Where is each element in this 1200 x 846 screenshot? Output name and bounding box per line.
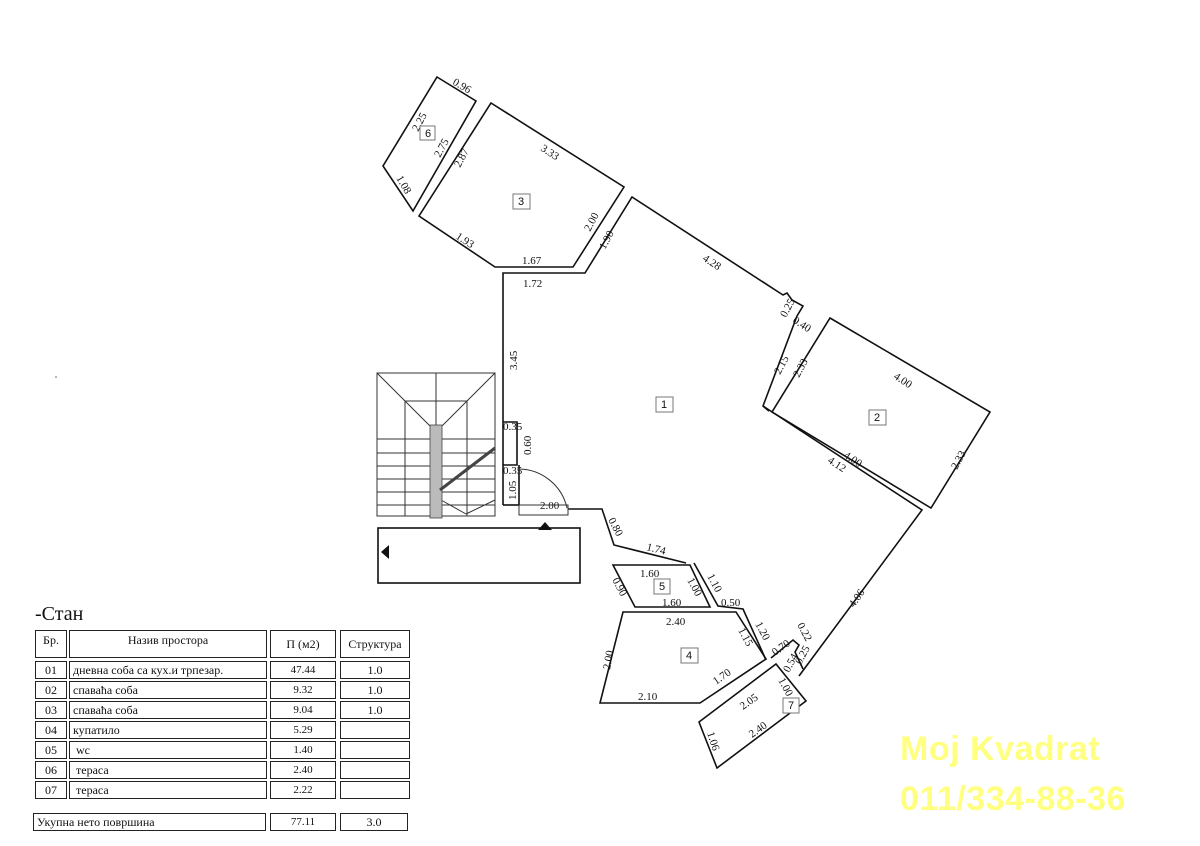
row-no: 02: [35, 681, 67, 699]
row-area: 1.40: [270, 741, 336, 759]
row-no: 07: [35, 781, 67, 799]
staircase: [376, 372, 496, 519]
watermark-phone: 011/334-88-36: [900, 780, 1126, 818]
row-structure: [340, 721, 410, 739]
svg-text:1.72: 1.72: [523, 278, 542, 290]
row-structure: [340, 781, 410, 799]
row-structure: 1.0: [340, 681, 410, 699]
row-structure: 1.0: [340, 661, 410, 679]
room-3-label-box: [512, 193, 531, 210]
room-1-living: 1.72 1.90 4.28 0.25 0.40 2.15 4.12 3.45 …: [502, 195, 924, 677]
total-area: 77.11: [270, 813, 336, 831]
row-area: 2.22: [270, 781, 336, 799]
row-structure: 1.0: [340, 701, 410, 719]
svg-text:2.15: 2.15: [772, 353, 792, 376]
room-4-label-box: [680, 647, 699, 664]
svg-text:0.50: 0.50: [721, 597, 741, 609]
svg-text:0.35: 0.35: [503, 421, 523, 433]
row-name: тераса: [69, 781, 267, 799]
entrance-door: [518, 465, 569, 530]
svg-text:2.40: 2.40: [666, 616, 686, 628]
row-area: 2.40: [270, 761, 336, 779]
svg-text:1.93: 1.93: [453, 230, 476, 251]
svg-text:1.90: 1.90: [597, 228, 617, 251]
row-structure: [340, 761, 410, 779]
svg-text:2.10: 2.10: [638, 691, 658, 703]
row-name: спаваћа соба: [69, 701, 267, 719]
svg-text:0.35: 0.35: [503, 465, 523, 477]
header-name: Назив простора: [69, 630, 267, 658]
row-area: 9.04: [270, 701, 336, 719]
header-structure: Структура: [340, 630, 410, 658]
row-area: 9.32: [270, 681, 336, 699]
room-1-label-box: [655, 396, 674, 413]
total-structure: 3.0: [340, 813, 408, 831]
svg-text:1.70: 1.70: [711, 666, 734, 687]
svg-text:4.00: 4.00: [891, 370, 914, 391]
svg-text:0.90: 0.90: [609, 576, 629, 599]
svg-text:1.60: 1.60: [662, 597, 682, 609]
total-label: Укупна нето површина: [33, 813, 266, 831]
row-no: 03: [35, 701, 67, 719]
svg-text:1.06: 1.06: [704, 730, 722, 752]
svg-text:2.00: 2.00: [540, 500, 560, 512]
svg-text:1.00: 1.00: [775, 676, 795, 699]
svg-text:1.60: 1.60: [640, 568, 660, 580]
row-name: дневна соба са кух.и трпезар.: [69, 661, 267, 679]
header-no: Бр.: [35, 630, 67, 658]
svg-text:0.22: 0.22: [794, 621, 814, 644]
svg-text:1.10: 1.10: [704, 572, 724, 595]
header-area: П (м2): [270, 630, 336, 658]
room-3-label: 3: [518, 196, 524, 208]
svg-text:1.20: 1.20: [752, 620, 772, 643]
svg-text:0.60: 0.60: [522, 435, 534, 455]
room-3-bedroom: 2.87 3.33 1.93 1.67 2.00 3: [417, 101, 626, 268]
row-name: тераса: [69, 761, 267, 779]
svg-text:1.67: 1.67: [522, 255, 542, 267]
svg-text:2.33: 2.33: [791, 356, 811, 379]
row-no: 06: [35, 761, 67, 779]
room-2-label-box: [868, 409, 887, 426]
room-6-label-box: [419, 125, 436, 141]
room-5-label: 5: [659, 581, 665, 593]
row-no: 05: [35, 741, 67, 759]
svg-text:3.45: 3.45: [508, 350, 520, 370]
svg-text:4.28: 4.28: [700, 252, 723, 273]
room-2-label: 2: [874, 412, 880, 424]
svg-text:2.00: 2.00: [582, 210, 602, 233]
svg-text:1.74: 1.74: [645, 541, 667, 557]
svg-text:1.00: 1.00: [684, 576, 704, 599]
room-7-label: 7: [788, 700, 794, 712]
row-area: 47.44: [270, 661, 336, 679]
svg-text:0.96: 0.96: [451, 76, 474, 96]
svg-text:2.05: 2.05: [738, 691, 761, 712]
svg-text:2.87: 2.87: [452, 146, 472, 169]
row-structure: [340, 741, 410, 759]
room-5-label-box: [653, 578, 671, 595]
row-name: wc: [69, 741, 267, 759]
legend-title: -Стан: [35, 603, 84, 625]
stray-dot: [55, 376, 57, 378]
watermark-brand: Moj Kvadrat: [900, 730, 1101, 768]
svg-text:4.06: 4.06: [847, 587, 868, 610]
hallway: [377, 527, 581, 584]
row-name: купатило: [69, 721, 267, 739]
svg-text:1.05: 1.05: [507, 480, 519, 500]
room-6-terrace: 0.96 2.25 2.75 1.08 6: [382, 75, 478, 213]
room-7-label-box: [782, 697, 800, 714]
room-1-label: 1: [661, 399, 667, 411]
room-4-label: 4: [686, 650, 692, 662]
row-no: 04: [35, 721, 67, 739]
row-area: 5.29: [270, 721, 336, 739]
svg-text:2.00: 2.00: [601, 649, 616, 671]
svg-text:0.40: 0.40: [790, 314, 813, 335]
row-name: спаваћа соба: [69, 681, 267, 699]
room-6-label: 6: [425, 128, 431, 140]
row-no: 01: [35, 661, 67, 679]
